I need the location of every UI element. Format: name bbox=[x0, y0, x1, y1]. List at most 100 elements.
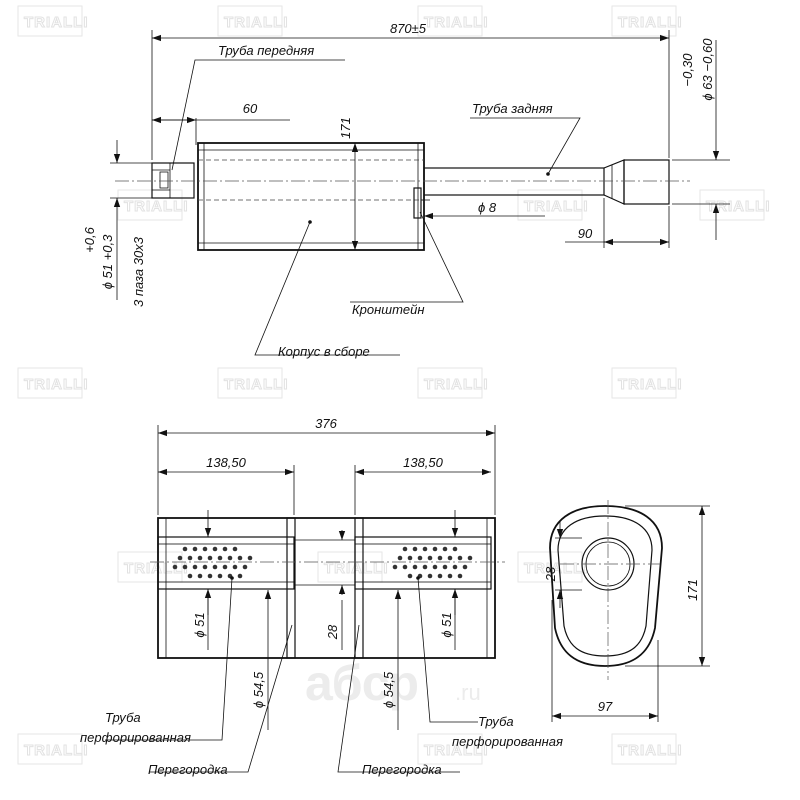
perforation-hole bbox=[237, 555, 243, 561]
svg-text:TRIALLI: TRIALLI bbox=[224, 376, 289, 393]
leader-rear-pipe bbox=[470, 117, 581, 175]
perforation-hole bbox=[462, 564, 468, 570]
perforation-hole bbox=[457, 555, 463, 561]
perforation-hole bbox=[217, 573, 223, 579]
slots-note: 3 паза 30х3 bbox=[131, 236, 146, 307]
perforation-hole bbox=[197, 555, 203, 561]
perforation-hole bbox=[172, 564, 178, 570]
label-perf-right-1: Труба bbox=[478, 714, 514, 729]
perforation-hole bbox=[467, 555, 473, 561]
perforation-hole bbox=[227, 555, 233, 561]
leader-front-pipe bbox=[171, 59, 345, 171]
dia-51-right: ϕ 51 bbox=[439, 612, 454, 637]
dim-97: 97 bbox=[598, 699, 613, 714]
perforation-hole bbox=[212, 564, 218, 570]
perforation-hole bbox=[452, 546, 458, 552]
watermark-tile: TRIALLI bbox=[417, 5, 489, 37]
dim-171-end: 171 bbox=[685, 579, 700, 601]
svg-text:TRIALLI: TRIALLI bbox=[324, 560, 389, 577]
svg-text:TRIALLI: TRIALLI bbox=[618, 14, 683, 31]
dia-545-right: ϕ 54,5 bbox=[381, 671, 396, 708]
label-rear-pipe: Труба задняя bbox=[472, 101, 553, 116]
leader-baffle-left bbox=[150, 624, 293, 773]
baffle-right bbox=[354, 517, 364, 659]
dim-overall-length: 870±5 bbox=[390, 21, 427, 36]
top-view: 870±5 60 Труба передняя 171 Труба задняя… bbox=[82, 21, 730, 359]
label-perf-right-2: перфорированная bbox=[452, 734, 563, 749]
perforation-hole bbox=[187, 573, 193, 579]
perforation-hole bbox=[182, 546, 188, 552]
perforation-hole bbox=[447, 573, 453, 579]
label-bracket: Кронштейн bbox=[352, 302, 425, 317]
perforation-hole bbox=[192, 546, 198, 552]
perforation-hole bbox=[242, 564, 248, 570]
dia-63: ϕ 63 bbox=[700, 75, 715, 101]
dim-138-right: 138,50 bbox=[403, 455, 444, 470]
perforation-hole bbox=[412, 546, 418, 552]
svg-text:TRIALLI: TRIALLI bbox=[424, 742, 489, 759]
watermark-tile: TRIALLI bbox=[611, 733, 682, 765]
svg-text:TRIALLI: TRIALLI bbox=[424, 376, 489, 393]
tol-51-upper: +0,6 bbox=[82, 226, 97, 252]
end-view-oval-outer bbox=[549, 505, 663, 667]
perforation-hole bbox=[452, 564, 458, 570]
watermark-tile: TRIALLI bbox=[217, 367, 289, 399]
label-baffle-right: Перегородка bbox=[362, 762, 442, 777]
svg-text:TRIALLI: TRIALLI bbox=[124, 198, 189, 215]
watermark-tile: TRIALLI bbox=[217, 5, 289, 37]
dim-90: 90 bbox=[578, 226, 593, 241]
label-front-pipe: Труба передняя bbox=[218, 43, 314, 58]
perforation-hole bbox=[432, 564, 438, 570]
svg-text:TRIALLI: TRIALLI bbox=[224, 14, 289, 31]
dia-51-left: ϕ 51 bbox=[192, 612, 207, 637]
svg-text:TRIALLI: TRIALLI bbox=[24, 742, 89, 759]
dim-376: 376 bbox=[315, 416, 337, 431]
leader-bracket bbox=[350, 211, 464, 303]
perforation-hole bbox=[432, 546, 438, 552]
watermark-layer: TRIALLI TRIALLI TRIALLI TRIALLI TRIALLI … bbox=[17, 5, 771, 765]
perforation-hole bbox=[187, 555, 193, 561]
perforation-hole bbox=[202, 546, 208, 552]
svg-text:TRIALLI: TRIALLI bbox=[124, 560, 189, 577]
watermark-tile: TRIALLI bbox=[117, 189, 189, 221]
watermark-tile: TRIALLI bbox=[611, 367, 682, 399]
label-perf-left-1: Труба bbox=[105, 710, 141, 725]
perforation-hole bbox=[202, 564, 208, 570]
perforation-hole bbox=[177, 555, 183, 561]
leader-body bbox=[254, 221, 400, 356]
rear-pipe bbox=[423, 159, 670, 205]
perforation-hole bbox=[192, 564, 198, 570]
dim-28-end: 28 bbox=[543, 566, 558, 582]
perforated-pipe-left bbox=[157, 536, 295, 590]
watermark-tile: TRIALLI bbox=[317, 551, 389, 583]
perforation-hole bbox=[392, 564, 398, 570]
watermark-tile: TRIALLI bbox=[17, 367, 88, 399]
perforation-hole bbox=[232, 546, 238, 552]
perforation-hole bbox=[422, 564, 428, 570]
watermark-tile: TRIALLI bbox=[699, 189, 771, 221]
perforation-hole bbox=[402, 564, 408, 570]
watermark-tile: TRIALLI bbox=[17, 733, 89, 765]
tol-63-lower: −0,60 bbox=[700, 38, 715, 72]
dim-28-mid: 28 bbox=[325, 624, 340, 640]
end-view: 28 171 97 bbox=[543, 500, 710, 722]
perforation-hole bbox=[417, 555, 423, 561]
perforation-hole bbox=[427, 573, 433, 579]
front-pipe bbox=[151, 162, 195, 199]
perforation-hole bbox=[442, 564, 448, 570]
perforation-hole bbox=[212, 546, 218, 552]
watermark-tile: TRIALLI bbox=[117, 551, 189, 583]
perforation-hole bbox=[442, 546, 448, 552]
perforation-hole bbox=[422, 546, 428, 552]
svg-text:aбcp: aбcp bbox=[305, 655, 418, 711]
label-baffle-left: Перегородка bbox=[148, 762, 228, 777]
perforation-holes-right bbox=[392, 546, 473, 579]
perforation-hole bbox=[232, 564, 238, 570]
svg-text:TRIALLI: TRIALLI bbox=[424, 14, 489, 31]
dim-171-top: 171 bbox=[338, 117, 353, 139]
perforation-hole bbox=[407, 555, 413, 561]
svg-text:TRIALLI: TRIALLI bbox=[706, 198, 771, 215]
perforation-hole bbox=[217, 555, 223, 561]
dim-138-left: 138,50 bbox=[206, 455, 247, 470]
